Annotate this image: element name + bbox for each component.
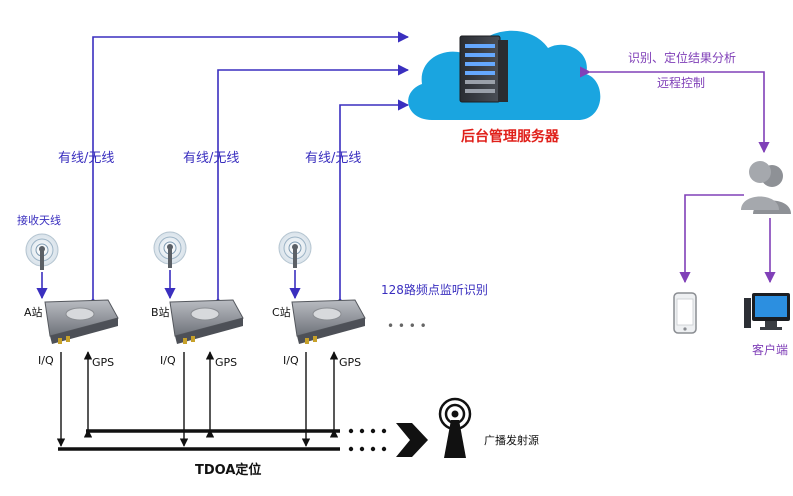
uplink-lines: [87, 31, 410, 309]
uplink-a: [87, 31, 410, 309]
analysis-label: 识别、定位结果分析: [628, 50, 736, 65]
station-device-a: [44, 299, 119, 344]
link-label-a: 有线/无线: [58, 151, 114, 166]
analysis-links: [579, 66, 776, 284]
server-client-link: [579, 66, 770, 154]
smartphone-icon: [673, 292, 697, 334]
antenna-icon-a: [25, 233, 59, 270]
antenna-icon-b: [153, 231, 187, 268]
tdoa-label: TDOA定位: [195, 462, 261, 478]
antenna-label: 接收天线: [17, 213, 61, 227]
iq-label-a: I/Q: [38, 354, 54, 367]
bus-dots: [348, 428, 387, 452]
gps-label-c: GPS: [339, 356, 361, 369]
server-label: 后台管理服务器: [461, 128, 560, 145]
iq-label-b: I/Q: [160, 354, 176, 367]
link-label-b: 有线/无线: [183, 151, 239, 166]
antenna-icon-c: [278, 231, 312, 268]
chevron-right-icon: [396, 423, 428, 457]
desktop-computer-icon: [744, 293, 790, 330]
station-label-b: B站: [151, 305, 170, 319]
cloud-server: [408, 30, 601, 121]
link-label-c: 有线/无线: [305, 151, 361, 166]
tdoa-buses: [58, 429, 340, 451]
monitor-label: 128路频点监听识别: [381, 282, 488, 297]
server-icon: [459, 35, 508, 103]
client-phone-link: [679, 194, 744, 284]
iq-label-c: I/Q: [283, 354, 299, 367]
station-label-a: A站: [24, 305, 43, 319]
station-device-c: [291, 299, 366, 344]
broadcast-label: 广播发射源: [484, 433, 539, 447]
uplink-c: [334, 99, 410, 309]
antenna-feed-lines: [36, 270, 301, 300]
station-label-c: C站: [272, 305, 291, 319]
remote-control-label: 远程控制: [657, 75, 705, 90]
gps-label-b: GPS: [215, 356, 237, 369]
gps-label-a: GPS: [92, 356, 114, 369]
station-device-b: [169, 299, 244, 344]
uplink-b: [212, 64, 410, 309]
users-icon: [741, 161, 791, 214]
more-stations-dots: • • • •: [387, 319, 427, 333]
broadcast-tower-icon: [438, 397, 472, 458]
client-label: 客户端: [752, 342, 788, 357]
